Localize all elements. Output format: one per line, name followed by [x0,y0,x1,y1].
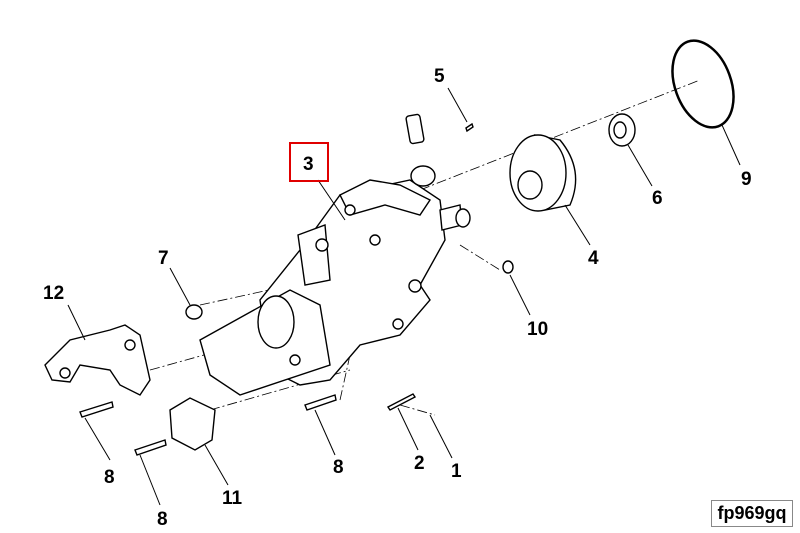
callout-4[interactable]: 4 [588,248,599,269]
callout-8[interactable]: 8 [333,457,344,478]
callout-8[interactable]: 8 [104,467,115,488]
part-bolt [304,394,337,411]
callout-6[interactable]: 6 [652,188,663,209]
callout-1[interactable]: 1 [451,461,462,482]
part-nut [608,113,636,147]
callout-2[interactable]: 2 [414,453,425,474]
callout-3[interactable]: 3 [303,154,314,175]
callout-12[interactable]: 12 [43,283,64,304]
figure-id-label: fp969gq [711,500,793,527]
bracket-hole [124,339,136,351]
part-pump-assembly [199,113,471,396]
callout-10[interactable]: 10 [527,319,548,340]
part-pin [465,122,474,133]
highlight-box [289,142,329,182]
part-hex-nut [185,304,203,320]
part-spacer-block [169,397,216,451]
part-washer [502,260,514,274]
part-o-ring [671,39,735,129]
callout-7[interactable]: 7 [158,248,169,269]
part-bracket [44,324,151,396]
callout-9[interactable]: 9 [741,169,752,190]
part-drive-gear [509,134,577,212]
callout-11[interactable]: 11 [222,488,243,509]
callout-8[interactable]: 8 [157,509,168,530]
callout-5[interactable]: 5 [434,66,445,87]
part-bolt [134,439,167,456]
part-bolt [79,401,114,418]
leader-lines [67,87,741,506]
part-key [386,393,417,411]
bracket-hole [59,367,71,379]
